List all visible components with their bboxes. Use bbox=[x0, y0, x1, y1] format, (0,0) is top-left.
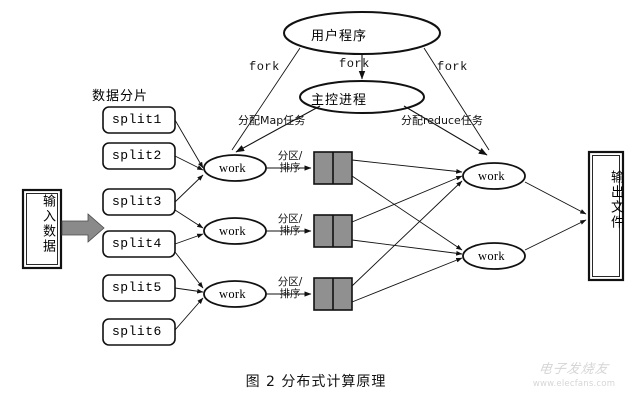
input-feed-arrow bbox=[61, 213, 105, 243]
split-to-map-links bbox=[174, 119, 204, 331]
shuffle-links bbox=[351, 159, 463, 303]
reduce-to-output-links bbox=[524, 181, 587, 251]
user-program-ellipse bbox=[283, 11, 441, 55]
input-data-box-shape bbox=[21, 188, 63, 270]
buffer-boxes bbox=[313, 151, 353, 311]
map-worker-ellipses bbox=[203, 154, 267, 308]
master-process-ellipse bbox=[299, 80, 425, 114]
fork-left-line bbox=[231, 47, 301, 151]
figure-caption: 图 2 分布式计算原理 bbox=[245, 374, 387, 390]
assign-reduce-arrow bbox=[403, 105, 488, 156]
reduce-worker-ellipses bbox=[462, 162, 526, 270]
fork-right-line bbox=[423, 47, 490, 151]
assign-map-arrow bbox=[235, 105, 321, 153]
split-boxes-shapes bbox=[102, 106, 176, 346]
partition-sort-arrows bbox=[266, 165, 312, 297]
output-file-box-shape bbox=[587, 150, 625, 282]
